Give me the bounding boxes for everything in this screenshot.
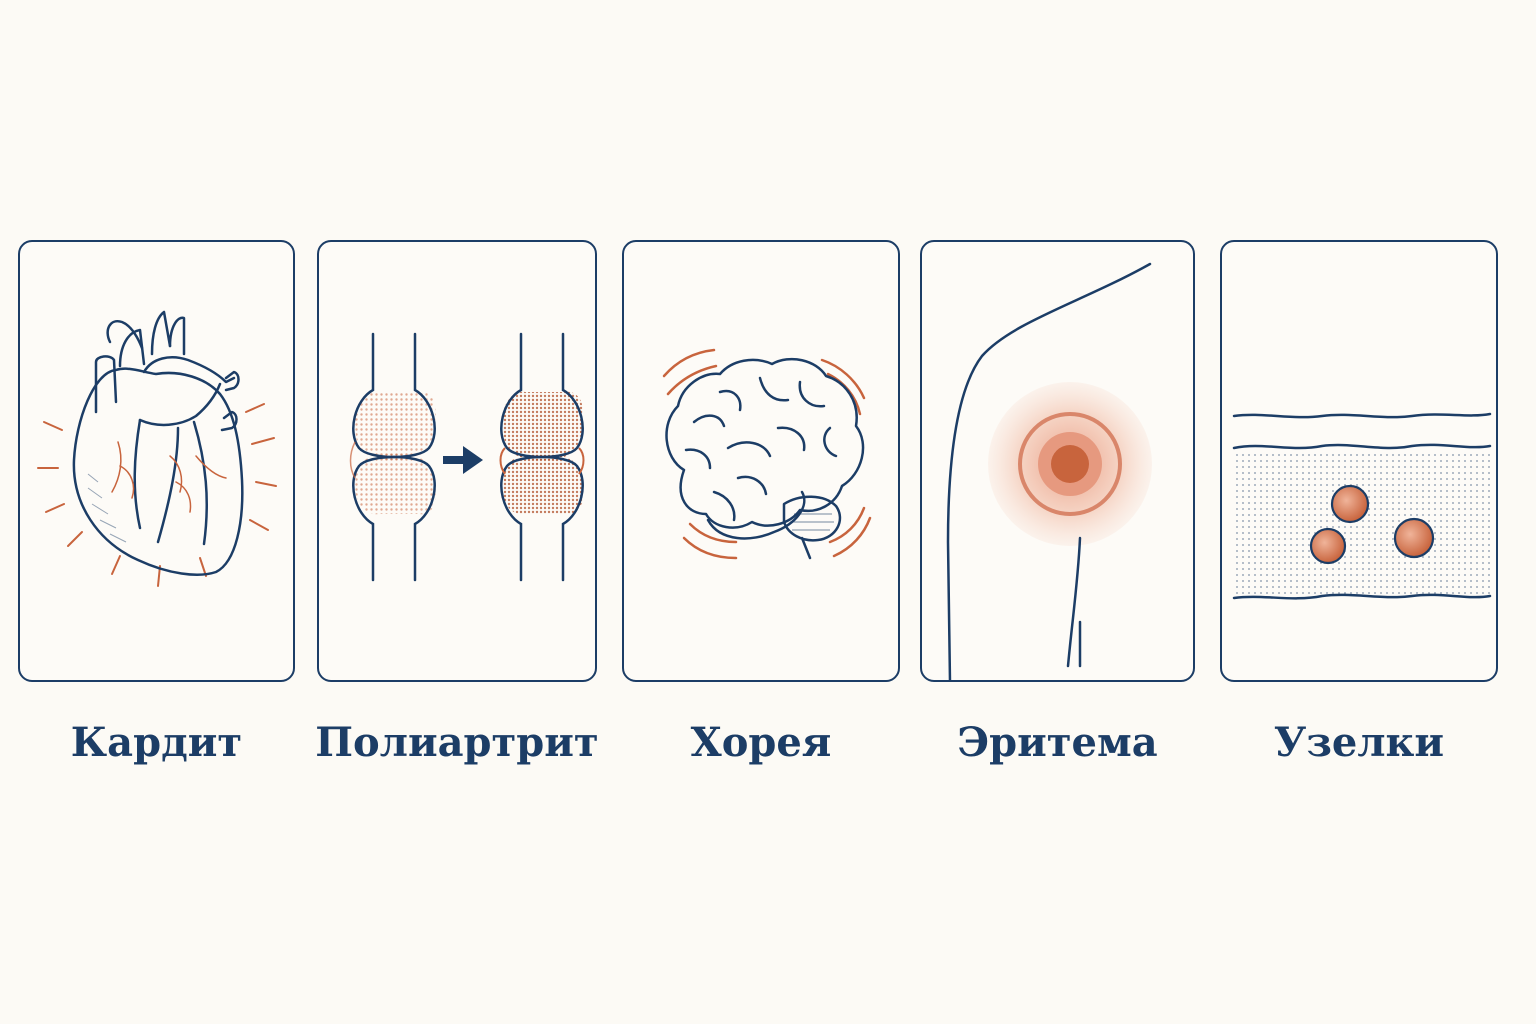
joint-icon bbox=[349, 332, 585, 582]
heart-icon bbox=[37, 310, 277, 587]
card-chorea bbox=[622, 240, 900, 682]
label-chorea: Хорея bbox=[690, 719, 832, 766]
brain-icon bbox=[662, 348, 872, 560]
label-nodules: Узелки bbox=[1273, 719, 1445, 766]
card-nodules bbox=[1220, 240, 1498, 682]
skin-nodules-icon bbox=[1232, 412, 1492, 600]
card-carditis bbox=[18, 240, 295, 682]
label-erythema: Эритема bbox=[957, 719, 1158, 766]
label-carditis: Кардит bbox=[70, 719, 243, 766]
label-polyarthritis: Полиартрит bbox=[315, 719, 599, 766]
skin-erythema-icon bbox=[946, 262, 1152, 680]
card-erythema bbox=[920, 240, 1195, 682]
card-polyarthritis bbox=[317, 240, 597, 682]
